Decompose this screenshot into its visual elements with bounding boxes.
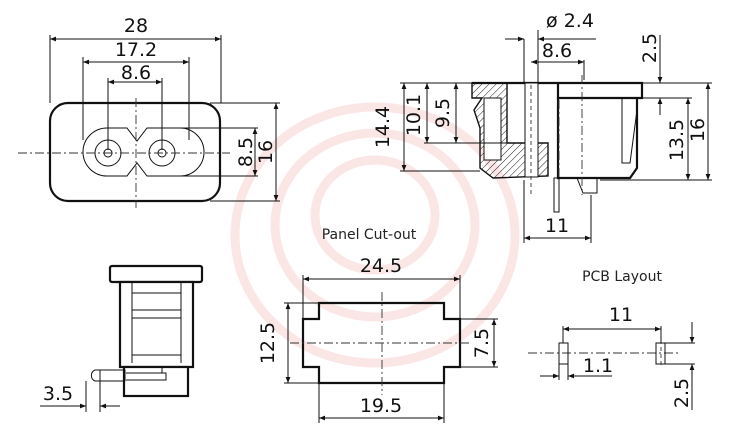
dim-section-overall-height: 16 xyxy=(687,118,709,142)
pcb-layout-title: PCB Layout xyxy=(582,269,662,285)
pcb-pad-right xyxy=(655,342,666,365)
dim-pad-width: 1.1 xyxy=(583,355,613,377)
panel-cutout-view: Panel Cut-out 24.5 12.5 7.5 19.5 xyxy=(257,227,498,423)
socket-outline xyxy=(48,101,222,203)
dim-cutout-height: 12.5 xyxy=(257,322,279,364)
side-section-view: ø 2.4 8.6 2.5 13.5 16 14.4 10.1 9.5 11 xyxy=(372,10,712,243)
dim-cutout-narrow-width: 19.5 xyxy=(360,395,402,417)
pcb-pad-left xyxy=(558,342,569,365)
dim-overall-width: 28 xyxy=(124,15,148,37)
dim-section-pin-pitch: 8.6 xyxy=(542,40,572,62)
watermark-logo xyxy=(230,102,520,368)
dim-pin-pitch: 8.6 xyxy=(121,62,151,84)
panel-cutout-title: Panel Cut-out xyxy=(322,227,417,243)
bottom-side-view: 3.5 xyxy=(40,264,204,412)
dim-pad-spacing: 11 xyxy=(609,304,633,326)
dim-slot-span: 17.2 xyxy=(115,39,157,61)
dim-depth-b: 9.5 xyxy=(432,98,454,128)
socket-face-figure8 xyxy=(82,127,205,177)
dim-overall-height: 16 xyxy=(255,140,277,164)
dim-slot-height: 8.5 xyxy=(235,137,257,167)
dim-pad-length: 2.5 xyxy=(671,378,693,408)
dim-pin-diameter: ø 2.4 xyxy=(546,10,594,32)
dim-body-height: 13.5 xyxy=(666,119,688,161)
dim-pin-offset: 3.5 xyxy=(43,383,73,405)
front-view: 28 17.2 8.6 8.5 16 xyxy=(18,15,280,208)
dim-depth-total: 14.4 xyxy=(372,106,394,148)
dim-cutout-tab-height: 7.5 xyxy=(471,328,493,358)
pcb-layout-view: PCB Layout 11 1.1 2.5 xyxy=(528,269,695,410)
dim-depth-a: 10.1 xyxy=(403,94,425,136)
dim-pin-spacing: 11 xyxy=(545,215,569,237)
dim-flange-thickness: 2.5 xyxy=(639,33,661,63)
dim-cutout-width: 24.5 xyxy=(360,255,402,277)
